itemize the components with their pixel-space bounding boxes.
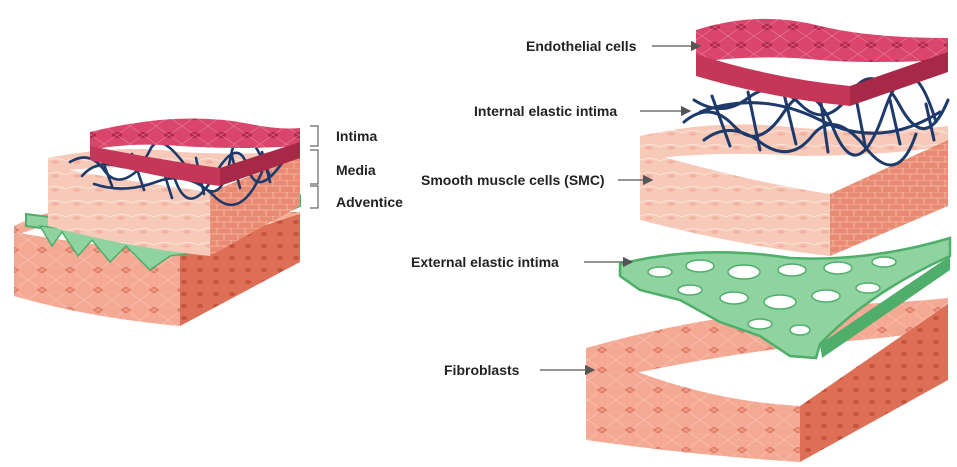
label-internal-elastic-intima: Internal elastic intima bbox=[474, 103, 617, 119]
label-fibroblasts: Fibroblasts bbox=[444, 362, 519, 378]
label-endothelial-cells: Endothelial cells bbox=[526, 38, 636, 54]
endothelial-layer-top bbox=[696, 19, 948, 62]
label-external-elastic-intima: External elastic intima bbox=[411, 254, 559, 270]
left-intima-top bbox=[90, 119, 300, 150]
smc-layer-front bbox=[640, 150, 830, 256]
smc-layer-side bbox=[830, 140, 948, 256]
label-adventice: Adventice bbox=[336, 194, 403, 210]
endothelial-layer-front bbox=[696, 54, 850, 106]
label-intima: Intima bbox=[336, 128, 377, 144]
layer-brackets bbox=[310, 126, 318, 208]
label-media: Media bbox=[336, 162, 376, 178]
exploded-artery-wall bbox=[586, 19, 950, 462]
assembled-artery-wall bbox=[14, 119, 300, 326]
label-smooth-muscle-cells: Smooth muscle cells (SMC) bbox=[421, 172, 605, 188]
